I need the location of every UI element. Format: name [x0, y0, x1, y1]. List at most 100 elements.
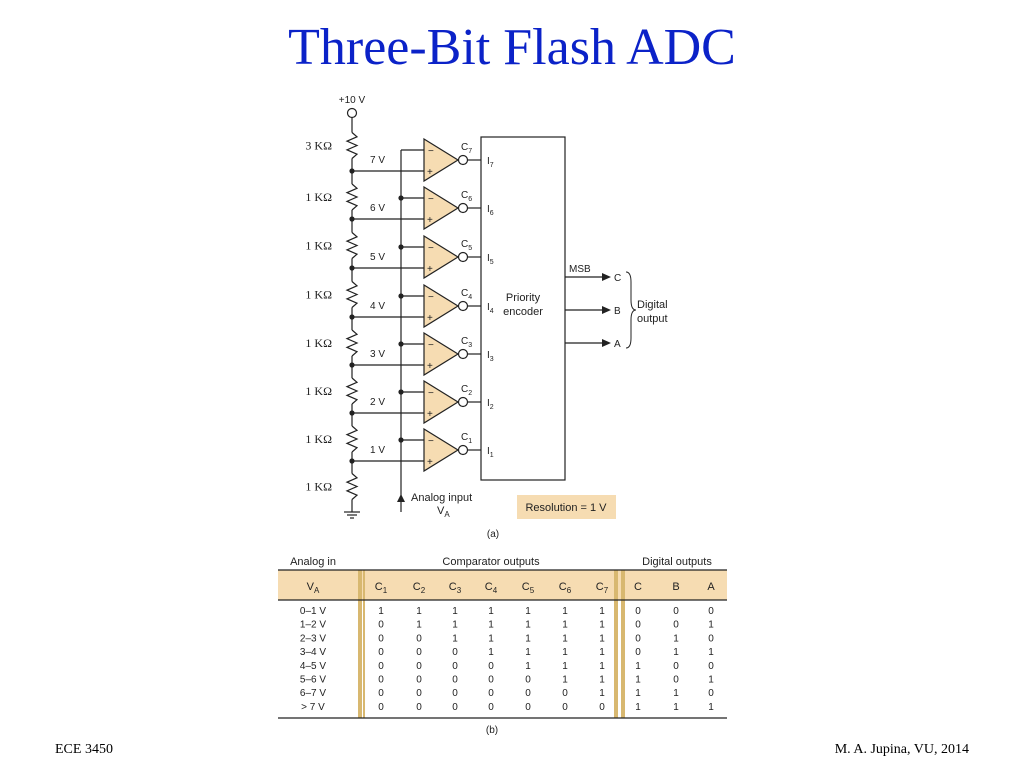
comparator-header: C2	[413, 581, 426, 595]
comparator	[423, 137, 460, 183]
resistor-label: 1 KΩ	[305, 384, 332, 398]
bus-junction	[398, 244, 404, 250]
resolution-label: Resolution = 1 V	[525, 502, 607, 514]
encoder-input-label: I1	[487, 446, 494, 459]
table-cell-comparator: 0	[416, 675, 422, 686]
resistor-label: 1 KΩ	[305, 432, 332, 446]
supply-terminal	[346, 107, 358, 119]
table-cell-digital: 0	[635, 647, 641, 658]
comparator-label: C5	[461, 239, 472, 252]
comparator	[423, 331, 460, 377]
table-cell-comparator: 1	[452, 620, 458, 631]
table-cell-comparator: 0	[378, 661, 384, 672]
encoder-input-label: I2	[487, 398, 494, 411]
table-cell-comparator: 1	[525, 647, 531, 658]
table-cell-range: 0–1 V	[300, 606, 326, 617]
table-cell-comparator: 0	[416, 702, 422, 713]
table-cell-comparator: 0	[452, 661, 458, 672]
plus-sign: +	[427, 215, 433, 226]
resistor-label: 1 KΩ	[305, 239, 332, 253]
table-cell-range: 3–4 V	[300, 647, 326, 658]
table-cell-comparator: 1	[525, 633, 531, 644]
table-cell-comparator: 0	[416, 661, 422, 672]
resistor-label: 1 KΩ	[305, 288, 332, 302]
minus-sign: −	[428, 292, 434, 303]
plus-sign: +	[427, 457, 433, 468]
table-cell-comparator: 0	[525, 702, 531, 713]
tap-junction	[349, 216, 355, 222]
table-cell-comparator: 0	[452, 702, 458, 713]
footer-author: M. A. Jupina, VU, 2014	[834, 742, 969, 757]
output-bit-label: A	[614, 339, 621, 350]
reference-voltage-label: 4 V	[370, 301, 385, 312]
output-bubble	[457, 348, 469, 360]
table-cell-digital: 1	[635, 675, 641, 686]
table-cell-comparator: 0	[562, 702, 568, 713]
table-cell-comparator: 1	[562, 620, 568, 631]
output-arrow	[602, 273, 611, 281]
table-cell-digital: 0	[673, 661, 679, 672]
minus-sign: −	[428, 243, 434, 254]
bus-junction	[398, 437, 404, 443]
table-cell-comparator: 1	[562, 606, 568, 617]
encoder-label: encoder	[503, 306, 543, 318]
analog-input-label: Analog input	[411, 492, 472, 504]
table-cell-digital: 0	[635, 620, 641, 631]
digital-header: A	[707, 581, 715, 593]
table-cell-comparator: 1	[525, 606, 531, 617]
resistor-label: 1 KΩ	[305, 480, 332, 494]
table-cell-digital: 1	[708, 620, 714, 631]
table-cell-comparator: 1	[599, 633, 605, 644]
table-cell-digital: 1	[635, 702, 641, 713]
group-label-comparators: Comparator outputs	[442, 556, 540, 568]
table-cell-comparator: 1	[488, 633, 494, 644]
table-cell-comparator: 1	[599, 647, 605, 658]
output-bubble	[457, 154, 469, 166]
table-cell-digital: 1	[673, 702, 679, 713]
table-cell-comparator: 1	[378, 606, 384, 617]
table-cell-digital: 1	[673, 647, 679, 658]
comparator	[423, 185, 460, 231]
tap-junction	[349, 410, 355, 416]
table-cell-digital: 1	[673, 633, 679, 644]
encoder-input-label: I3	[487, 350, 494, 363]
bus-junction	[398, 389, 404, 395]
table-cell-range: 4–5 V	[300, 661, 326, 672]
reference-voltage-label: 2 V	[370, 397, 385, 408]
reference-voltage-label: 5 V	[370, 252, 385, 263]
reference-voltage-label: 6 V	[370, 203, 385, 214]
resolution-box	[517, 495, 616, 519]
table-cell-comparator: 0	[525, 688, 531, 699]
slide-title: Three-Bit Flash ADC	[288, 19, 736, 76]
table-cell-digital: 1	[635, 688, 641, 699]
output-bubble	[457, 251, 469, 263]
table-cell-comparator: 0	[599, 702, 605, 713]
table-cell-comparator: 1	[562, 661, 568, 672]
resistor-label: 1 KΩ	[305, 190, 332, 204]
column-separator	[614, 570, 618, 718]
bus-junction	[398, 341, 404, 347]
table-cell-comparator: 0	[378, 647, 384, 658]
table-cell-comparator: 1	[599, 606, 605, 617]
column-separator	[363, 570, 365, 718]
output-bubble	[457, 202, 469, 214]
comparator	[423, 379, 460, 425]
analog-input-symbol: VA	[437, 505, 450, 519]
comparator-label: C6	[461, 190, 472, 203]
table-cell-range: 6–7 V	[300, 688, 326, 699]
input-arrow	[397, 494, 405, 502]
tap-junction	[349, 168, 355, 174]
table-cell-comparator: 1	[452, 606, 458, 617]
table-cell-digital: 0	[708, 661, 714, 672]
digital-output-label: output	[637, 313, 668, 325]
resistor	[345, 183, 359, 211]
plus-sign: +	[427, 313, 433, 324]
table-cell-digital: 0	[673, 620, 679, 631]
table-cell-digital: 0	[673, 606, 679, 617]
comparator-header: C7	[596, 581, 609, 595]
minus-sign: −	[428, 340, 434, 351]
minus-sign: −	[428, 388, 434, 399]
resistor-label: 3 KΩ	[305, 139, 332, 153]
minus-sign: −	[428, 194, 434, 205]
